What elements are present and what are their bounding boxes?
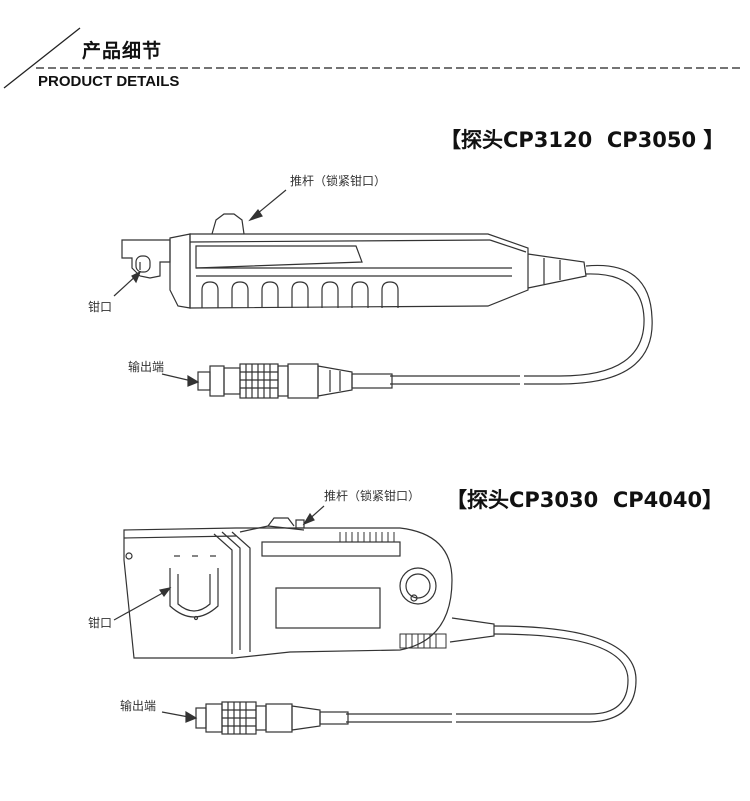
probe-1-cable xyxy=(390,264,653,385)
probe-1-output-label: 输出端 xyxy=(128,360,165,374)
probe-1-grip xyxy=(201,281,399,308)
probe-1-jaw-label: 钳口 xyxy=(88,300,113,314)
section-title-en: PRODUCT DETAILS xyxy=(38,73,180,90)
probe-2-top-slot xyxy=(261,541,401,557)
probe-2-jaw xyxy=(169,568,219,618)
probe-2-body xyxy=(123,527,453,659)
probe-2-jaw-leader xyxy=(113,589,169,621)
probe-1-push-rod xyxy=(211,213,245,235)
probe-2-cable xyxy=(346,625,637,723)
probe-2-connector xyxy=(195,701,349,735)
section-header: 产品细节 PRODUCT DETAILS xyxy=(0,0,750,100)
header-decoration xyxy=(3,27,742,89)
probe-1-connector xyxy=(197,363,393,399)
probe-2-strain-relief xyxy=(449,617,495,643)
probe-2-title: 【探头CP3030 CP4040】 xyxy=(446,488,724,512)
probe-2-side-panel xyxy=(275,587,381,629)
probe-1-body xyxy=(189,233,529,309)
probe-2-jaw-label: 钳口 xyxy=(88,616,113,630)
probe-2-push-rod-label: 推杆（锁紧钳口） xyxy=(324,489,421,503)
probe-1-title: 【探头CP3120 CP3050 】 xyxy=(440,128,725,152)
probe-2-grille xyxy=(399,633,447,649)
section-title-cn: 产品细节 xyxy=(82,40,163,62)
probe-2-output-label: 输出端 xyxy=(120,699,157,713)
probe-2-knob xyxy=(399,567,437,605)
probe-1-strain-relief xyxy=(527,253,587,289)
probe-2-push-rod xyxy=(267,517,295,527)
probe-1-push-rod-label: 推杆（锁紧钳口） xyxy=(290,174,387,188)
